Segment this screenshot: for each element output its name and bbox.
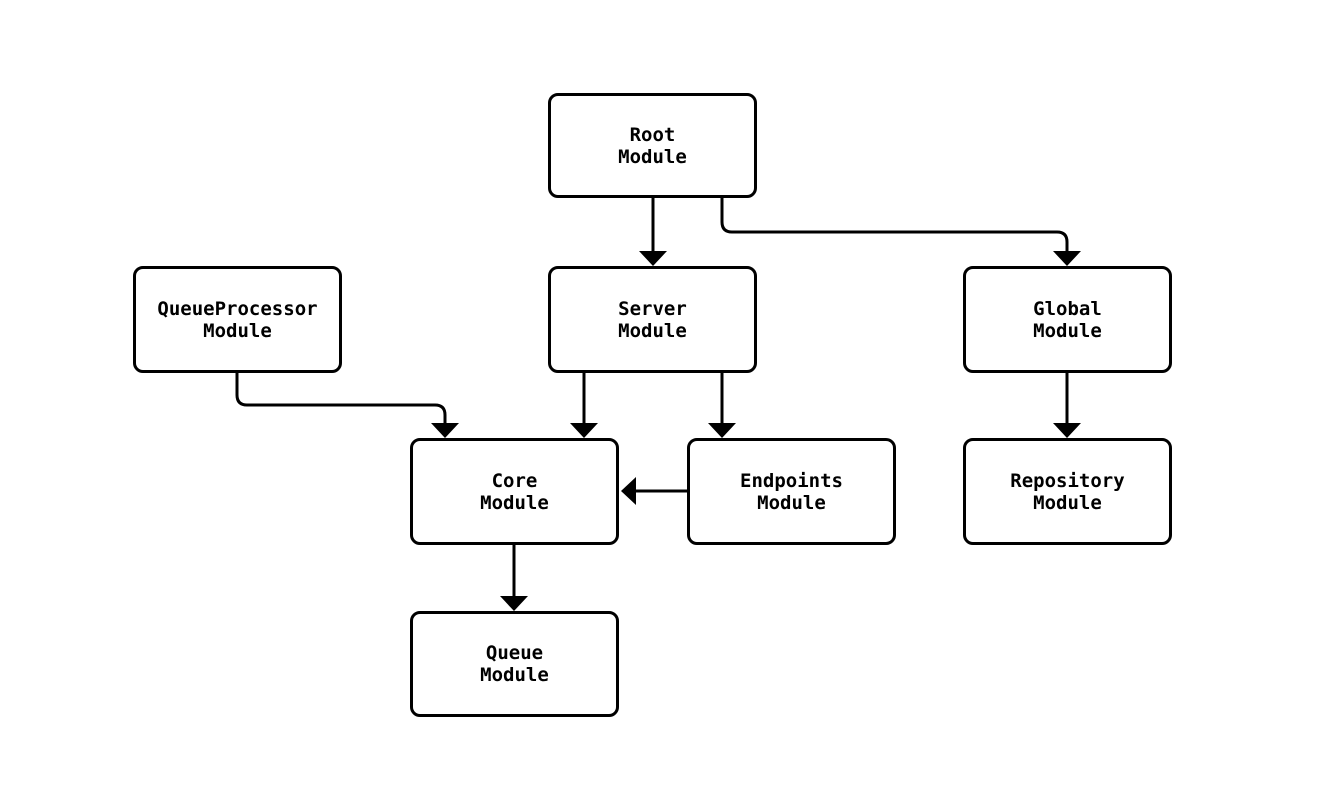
edge-core-to-queue [500, 545, 528, 611]
node-server-module-label: Server Module [618, 297, 687, 342]
edge-root-to-global [720, 198, 1081, 266]
node-core-module-label: Core Module [480, 469, 549, 514]
node-endpoints-module-label: Endpoints Module [740, 469, 843, 514]
edge-server-to-core [570, 373, 598, 438]
edge-queueprocessor-to-core [235, 373, 459, 438]
node-queueprocessor-module-label: QueueProcessor Module [157, 297, 318, 342]
node-global-module-label: Global Module [1033, 297, 1102, 342]
node-root-module: Root Module [548, 93, 757, 198]
node-repository-module: Repository Module [963, 438, 1172, 545]
node-queue-module-label: Queue Module [480, 642, 549, 686]
node-server-module: Server Module [548, 266, 757, 373]
edge-endpoints-to-core [621, 477, 687, 505]
edge-server-to-endpoints [708, 373, 736, 438]
edge-root-to-server [639, 198, 667, 266]
node-endpoints-module: Endpoints Module [687, 438, 896, 545]
node-root-module-label: Root Module [618, 123, 687, 168]
node-queue-module: Queue Module [410, 611, 619, 717]
node-global-module: Global Module [963, 266, 1172, 373]
node-queueprocessor-module: QueueProcessor Module [133, 266, 342, 373]
edge-global-to-repository [1053, 373, 1081, 438]
node-core-module: Core Module [410, 438, 619, 545]
node-repository-module-label: Repository Module [1010, 469, 1125, 514]
